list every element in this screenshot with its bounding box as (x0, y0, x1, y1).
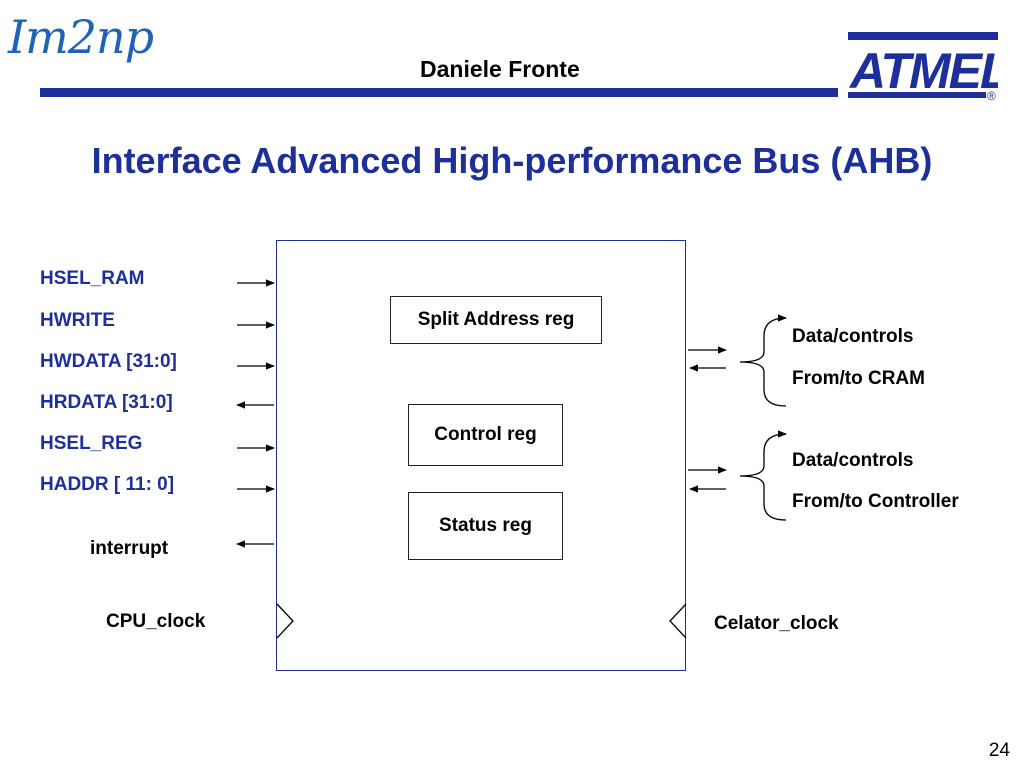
cpu-clock-label: CPU_clock (106, 611, 206, 632)
controller-group-line2: From/to Controller (792, 491, 959, 512)
status-register: Status reg (408, 492, 563, 560)
author-name: Daniele Fronte (420, 56, 580, 82)
signal-hrdata: HRDATA [31:0] (40, 392, 173, 413)
cpu-clock-symbol (276, 603, 294, 639)
signal-hwdata: HWDATA [31:0] (40, 351, 177, 372)
control-register: Control reg (408, 404, 563, 466)
slide-title: Interface Advanced High-performance Bus … (91, 140, 933, 181)
header-divider (40, 88, 838, 97)
interrupt-label: interrupt (90, 538, 169, 559)
status-register-label: Status reg (439, 515, 532, 536)
controller-group-line1: Data/controls (792, 450, 914, 471)
celator-clock-symbol (669, 603, 687, 639)
split-address-register: Split Address reg (390, 296, 602, 344)
celator-clock-label: Celator_clock (714, 613, 839, 634)
svg-text:®: ® (987, 89, 996, 102)
signal-hsel-ram: HSEL_RAM (40, 268, 145, 289)
brace-cram (739, 317, 787, 407)
cram-group-line1: Data/controls (792, 326, 914, 347)
signal-hwrite: HWRITE (40, 310, 115, 331)
split-address-register-label: Split Address reg (417, 309, 575, 330)
svg-text:ATMEL: ATMEL (848, 43, 998, 99)
page-number: 24 (988, 740, 1010, 761)
brace-controller (739, 433, 787, 521)
im2np-logo: Im2np (8, 10, 154, 64)
signal-hsel-reg: HSEL_REG (40, 433, 143, 454)
control-register-label: Control reg (434, 424, 537, 445)
signal-haddr: HADDR [ 11: 0] (40, 474, 175, 495)
cram-group-line2: From/to CRAM (792, 368, 925, 389)
atmel-logo: ATMEL ® (848, 32, 1010, 103)
ahb-interface-block (276, 240, 686, 671)
